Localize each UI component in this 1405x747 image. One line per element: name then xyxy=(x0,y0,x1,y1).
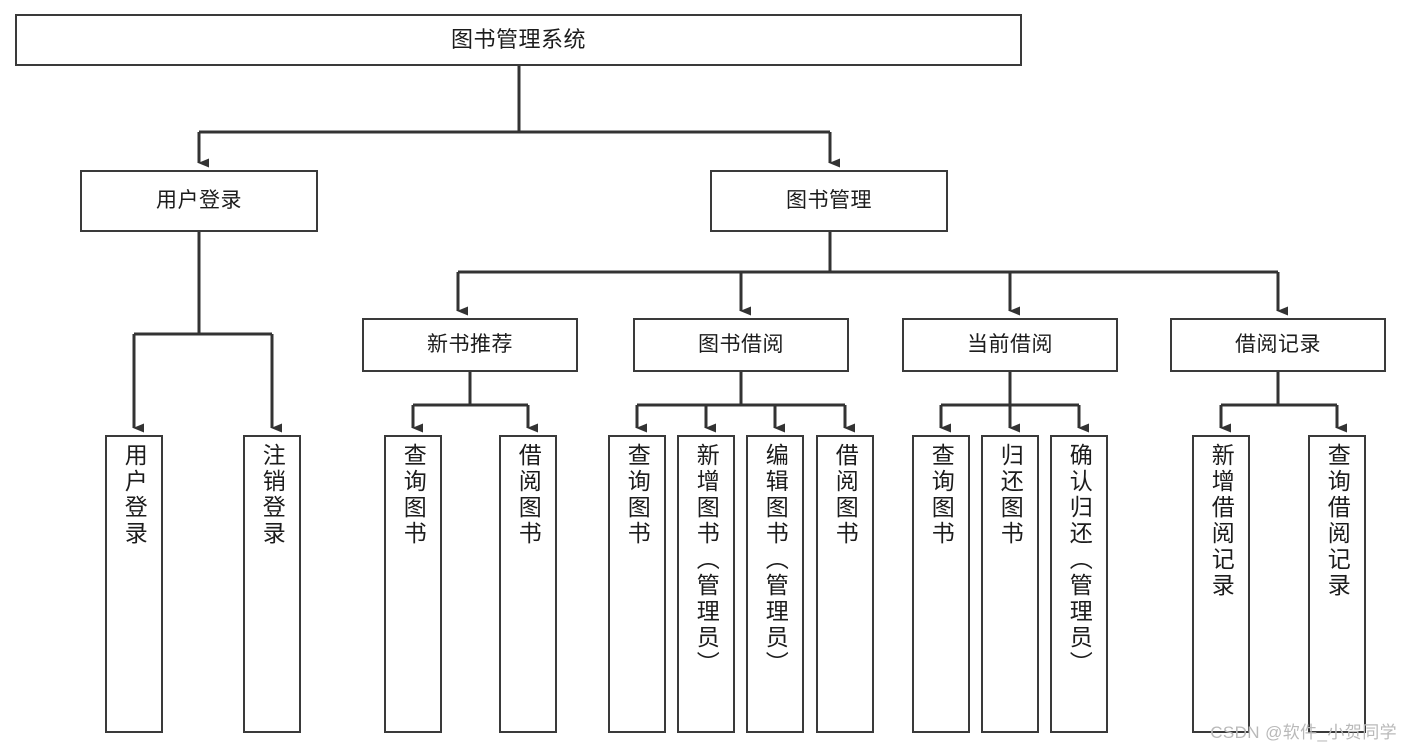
node-book-management[interactable]: 图书管理 xyxy=(710,170,948,232)
watermark-text: CSDN @软件_小贺同学 xyxy=(1210,723,1397,742)
leaf-book-borrow-0-label: 查询图书 xyxy=(624,443,651,547)
leaf-book-borrow-1[interactable]: 新增图书（管理员） xyxy=(677,435,735,733)
node-current-borrow-label: 当前借阅 xyxy=(967,333,1053,357)
leaf-current-borrow-0-label: 查询图书 xyxy=(928,443,955,547)
leaf-book-borrow-3[interactable]: 借阅图书 xyxy=(816,435,874,733)
leaf-book-borrow-1-label: 新增图书（管理员） xyxy=(693,443,720,677)
leaf-borrow-record-0-label: 新增借阅记录 xyxy=(1208,443,1235,599)
leaf-current-borrow-1-label: 归还图书 xyxy=(997,443,1024,547)
leaf-borrow-record-1[interactable]: 查询借阅记录 xyxy=(1308,435,1366,733)
leaf-new-book-1[interactable]: 借阅图书 xyxy=(499,435,557,733)
node-book-borrow[interactable]: 图书借阅 xyxy=(633,318,849,372)
node-new-book-recommend[interactable]: 新书推荐 xyxy=(362,318,578,372)
leaf-user-login-1[interactable]: 注销登录 xyxy=(243,435,301,733)
node-borrow-record-label: 借阅记录 xyxy=(1235,333,1321,357)
leaf-user-login-1-label: 注销登录 xyxy=(259,443,286,547)
leaf-borrow-record-0[interactable]: 新增借阅记录 xyxy=(1192,435,1250,733)
node-book-management-label: 图书管理 xyxy=(786,189,872,213)
leaf-current-borrow-1[interactable]: 归还图书 xyxy=(981,435,1039,733)
node-borrow-record[interactable]: 借阅记录 xyxy=(1170,318,1386,372)
leaf-current-borrow-2-label: 确认归还（管理员） xyxy=(1066,443,1093,677)
node-root-system-label: 图书管理系统 xyxy=(450,26,586,52)
node-current-borrow[interactable]: 当前借阅 xyxy=(902,318,1118,372)
leaf-book-borrow-2[interactable]: 编辑图书（管理员） xyxy=(746,435,804,733)
node-new-book-recommend-label: 新书推荐 xyxy=(427,333,513,357)
leaf-borrow-record-1-label: 查询借阅记录 xyxy=(1324,443,1351,599)
leaf-new-book-0-label: 查询图书 xyxy=(400,443,427,547)
node-user-login[interactable]: 用户登录 xyxy=(80,170,318,232)
leaf-book-borrow-3-label: 借阅图书 xyxy=(832,443,859,547)
node-book-borrow-label: 图书借阅 xyxy=(698,333,784,357)
leaf-current-borrow-2[interactable]: 确认归还（管理员） xyxy=(1050,435,1108,733)
node-root-system[interactable]: 图书管理系统 xyxy=(15,14,1022,66)
leaf-book-borrow-2-label: 编辑图书（管理员） xyxy=(762,443,789,677)
leaf-user-login-0-label: 用户登录 xyxy=(121,443,148,547)
node-user-login-label: 用户登录 xyxy=(156,189,242,213)
leaf-user-login-0[interactable]: 用户登录 xyxy=(105,435,163,733)
leaf-new-book-1-label: 借阅图书 xyxy=(515,443,542,547)
leaf-new-book-0[interactable]: 查询图书 xyxy=(384,435,442,733)
leaf-book-borrow-0[interactable]: 查询图书 xyxy=(608,435,666,733)
leaf-current-borrow-0[interactable]: 查询图书 xyxy=(912,435,970,733)
